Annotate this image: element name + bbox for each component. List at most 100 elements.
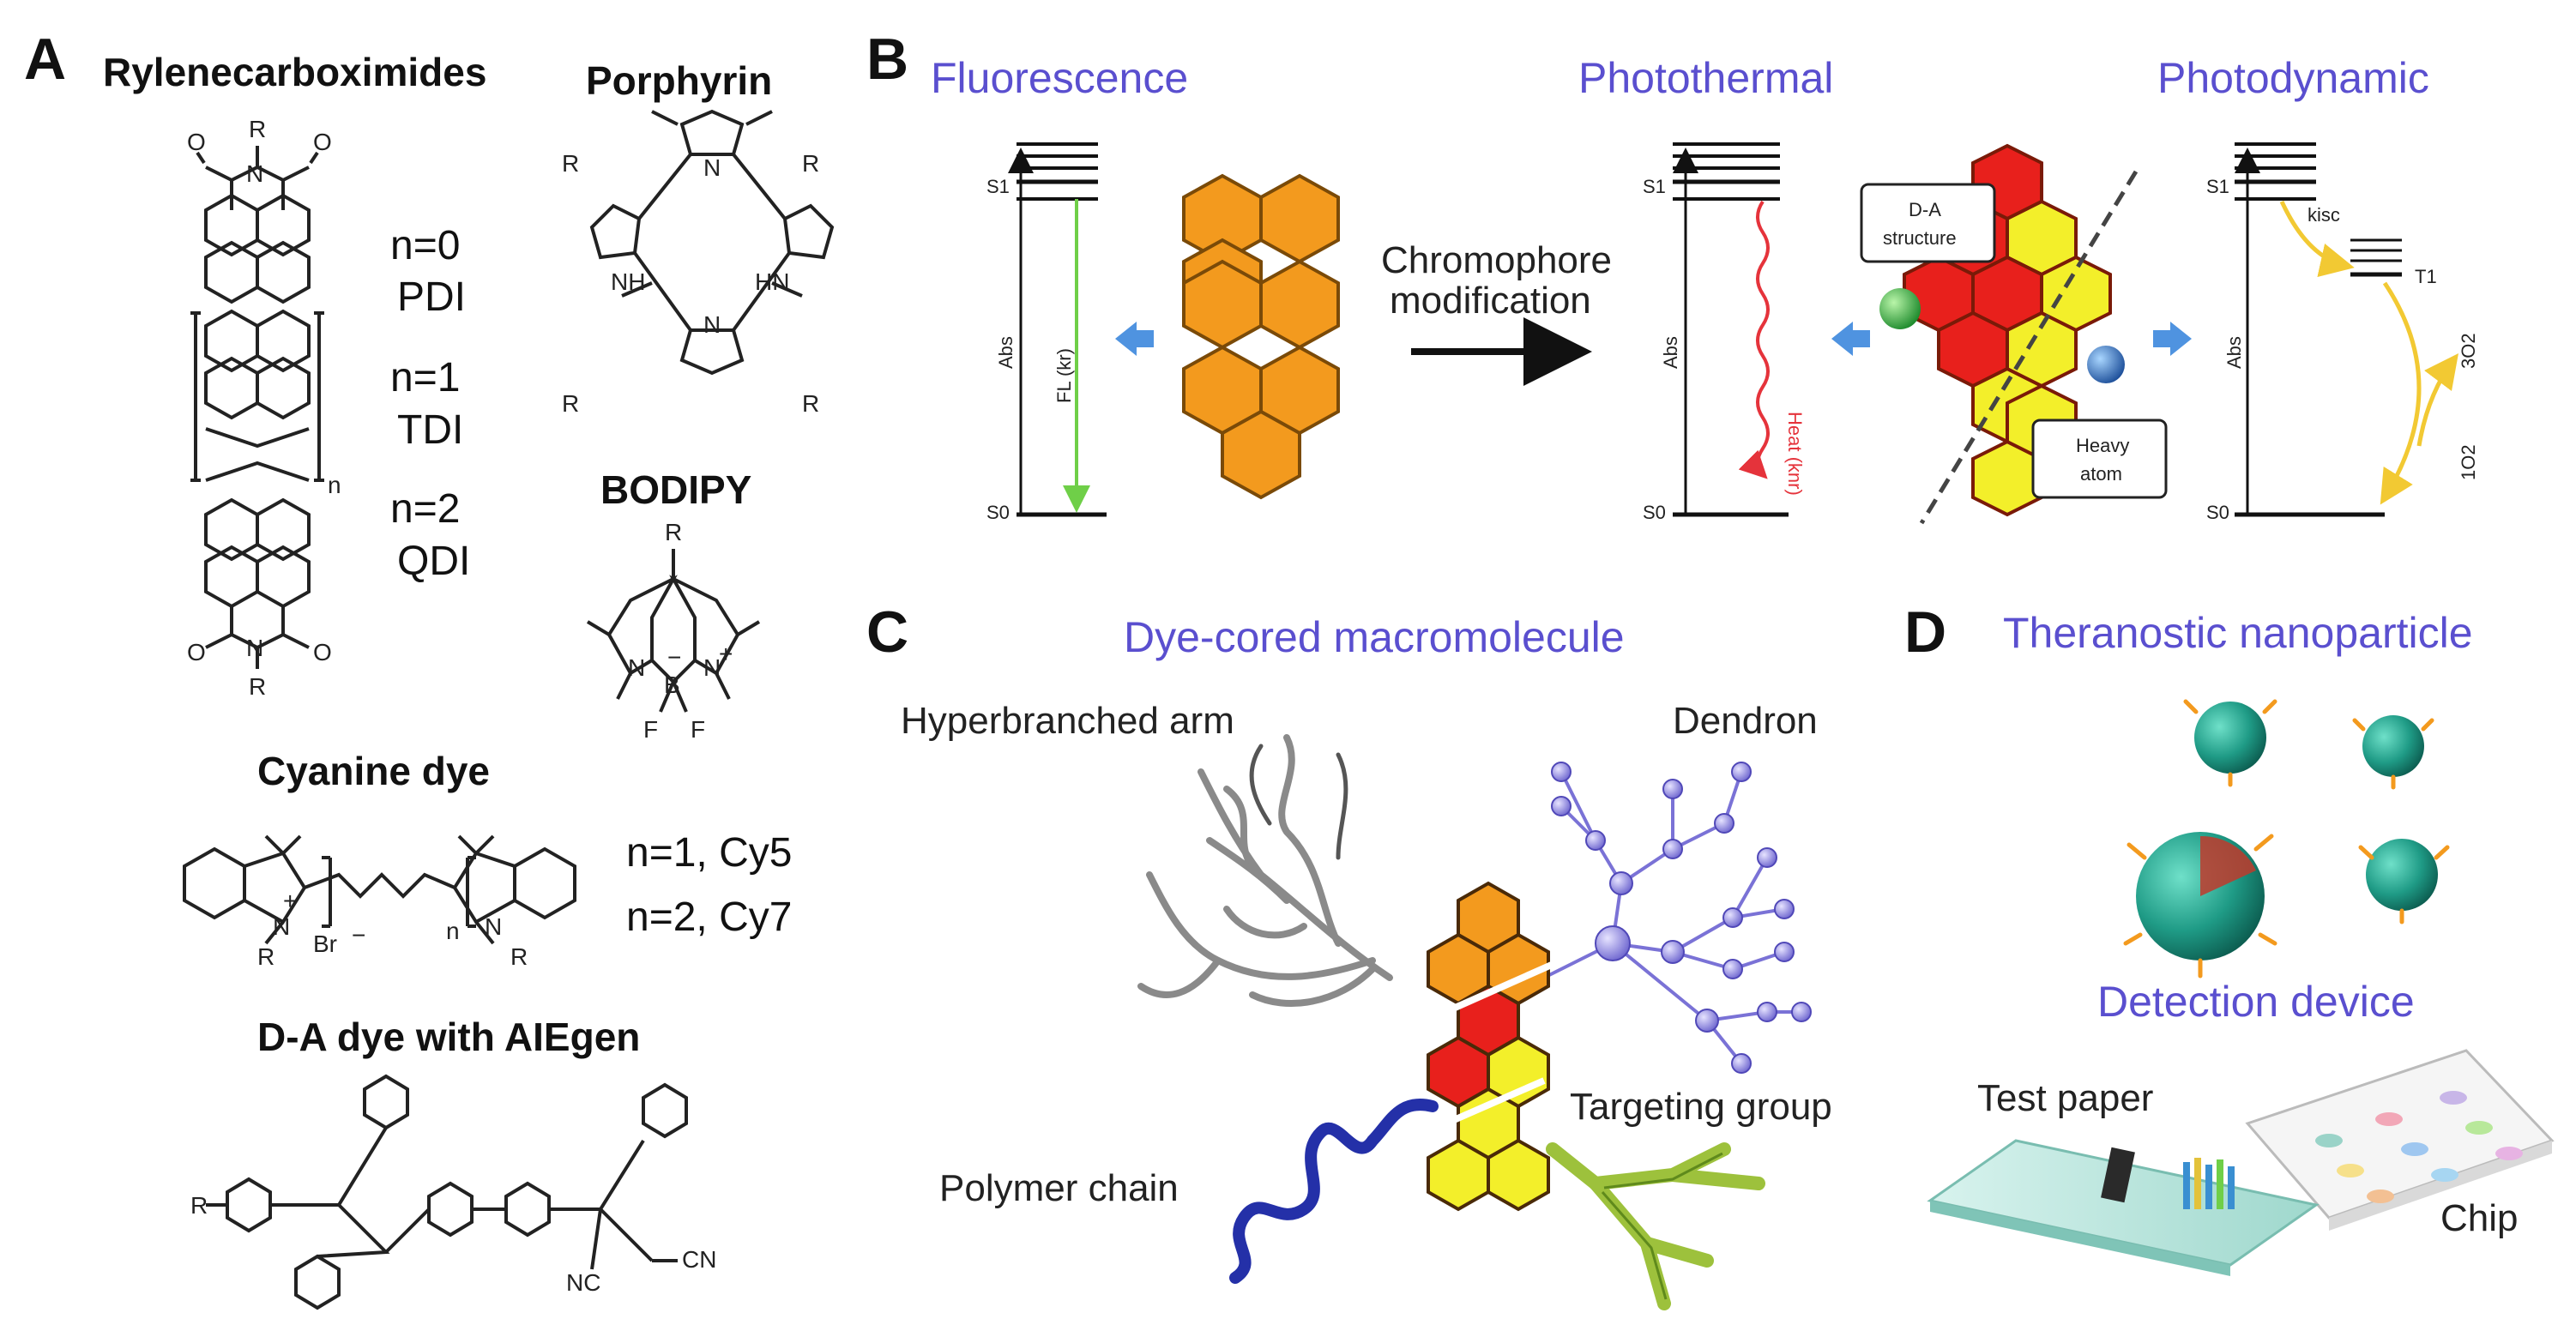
panel-c-title: Dye-cored macromolecule bbox=[1124, 613, 1625, 661]
abs-label: Abs bbox=[995, 336, 1017, 369]
cyanine-structure bbox=[183, 834, 576, 945]
heat-label: Heat (knr) bbox=[1784, 412, 1806, 496]
atom-label: R bbox=[562, 390, 579, 417]
da-callout-1: D-A bbox=[1909, 199, 1941, 220]
atom-label: R bbox=[510, 943, 528, 970]
atom-label: NH bbox=[611, 268, 645, 295]
atom-label: N bbox=[628, 654, 645, 681]
atom-label: O bbox=[313, 639, 332, 665]
rylene-list: n=0 PDI n=1 TDI n=2 QDI bbox=[390, 223, 470, 584]
hyperbranched-arm-dark bbox=[1249, 744, 1348, 860]
rylene-pdi: PDI bbox=[397, 274, 466, 320]
atom-label: R bbox=[665, 519, 682, 545]
dendron-label: Dendron bbox=[1673, 700, 1818, 742]
photothermal-title: Photothermal bbox=[1578, 54, 1833, 102]
bodipy-structure bbox=[586, 549, 761, 713]
da-structure-callout: D-A structure bbox=[1860, 183, 1996, 263]
kisc-label: kisc bbox=[2308, 204, 2340, 226]
atom-label: N bbox=[703, 654, 721, 681]
panel-b: B Fluorescence Photothermal Photodynamic… bbox=[866, 27, 2479, 525]
s0-label: S0 bbox=[986, 502, 1010, 523]
panel-d-letter: D bbox=[1904, 599, 1946, 665]
hyperbranched-label: Hyperbranched arm bbox=[901, 700, 1234, 742]
cyanine-title: Cyanine dye bbox=[257, 749, 490, 793]
dendron-nodes bbox=[1551, 762, 1812, 1074]
nanoparticles bbox=[2136, 702, 2438, 961]
porphyrin-atoms: R R R R N N NH HN bbox=[562, 150, 819, 417]
s0-label-pt: S0 bbox=[1643, 502, 1666, 523]
core-divider-2 bbox=[1405, 1077, 1546, 1144]
panel-c: C Dye-cored macromolecule Hyperbranched … bbox=[866, 599, 1832, 1310]
atom-label: N bbox=[246, 160, 263, 187]
s1-label: S1 bbox=[986, 176, 1010, 197]
porphyrin-structure bbox=[589, 109, 835, 376]
chromophore-label-2: modification bbox=[1390, 280, 1591, 322]
orange-chromophore bbox=[1182, 173, 1340, 500]
atom-label: R bbox=[249, 673, 266, 700]
rylene-tdi: TDI bbox=[397, 407, 463, 453]
atom-label: F bbox=[643, 716, 658, 743]
chip-label: Chip bbox=[2440, 1197, 2519, 1239]
test-paper-device bbox=[1927, 1139, 2320, 1276]
targeting-label: Targeting group bbox=[1570, 1086, 1832, 1128]
panel-c-letter: C bbox=[866, 599, 908, 665]
o3-label: 3O2 bbox=[2458, 333, 2479, 369]
atom-label: N bbox=[246, 635, 263, 661]
detection-title: Detection device bbox=[2097, 978, 2415, 1026]
atom-label: N bbox=[703, 154, 721, 181]
atom-label: R bbox=[802, 150, 819, 177]
atom-label: + bbox=[283, 888, 297, 914]
heavy-callout-1: Heavy bbox=[2076, 435, 2129, 456]
atom-label: Br bbox=[313, 930, 337, 957]
panel-d-title: Theranostic nanoparticle bbox=[2003, 609, 2473, 657]
da-structure bbox=[206, 1074, 688, 1310]
fl-label: FL (kr) bbox=[1053, 348, 1075, 403]
panel-a-letter: A bbox=[24, 27, 66, 92]
donor-ball bbox=[1879, 288, 1921, 329]
atom-label: n bbox=[446, 918, 460, 944]
arrow-left-blue-2 bbox=[1831, 322, 1870, 356]
da-callout-2: structure bbox=[1883, 227, 1957, 249]
dye-core bbox=[1427, 881, 1550, 1212]
heavy-callout-2: atom bbox=[2080, 463, 2122, 485]
panel-a: A Rylenecarboximides Porphyrin bbox=[24, 27, 835, 1310]
heavy-atom-ball bbox=[2087, 346, 2125, 383]
rylene-n0: n=0 bbox=[390, 223, 460, 268]
rylene-n1: n=1 bbox=[390, 355, 460, 400]
heavy-atom-callout: Heavy atom bbox=[2031, 419, 2168, 499]
atom-label: R bbox=[562, 150, 579, 177]
porphyrin-title: Porphyrin bbox=[586, 58, 772, 103]
abs-label-pd: Abs bbox=[2223, 336, 2245, 369]
arrow-left-blue bbox=[1115, 322, 1154, 356]
polymer-label: Polymer chain bbox=[939, 1167, 1179, 1209]
nanoparticle-ligands bbox=[2123, 699, 2450, 979]
cyanine-cy7: n=2, Cy7 bbox=[626, 894, 792, 940]
atom-label: + bbox=[719, 641, 733, 667]
panel-b-letter: B bbox=[866, 27, 908, 92]
panel-d: D Theranostic nanoparticle Detection bbox=[1904, 599, 2555, 1276]
atom-label: n bbox=[328, 472, 341, 498]
atom-label: O bbox=[187, 129, 206, 155]
atom-label: N bbox=[703, 311, 721, 338]
atom-label: B bbox=[664, 672, 680, 698]
atom-label: − bbox=[667, 644, 681, 671]
rylene-structure bbox=[190, 146, 324, 669]
atom-label: F bbox=[691, 716, 705, 743]
da-divider bbox=[1919, 170, 2139, 525]
rylene-atoms: R N O O N R O O n bbox=[187, 116, 341, 700]
da-title: D-A dye with AIEgen bbox=[257, 1015, 640, 1059]
atom-label: R bbox=[249, 116, 266, 142]
cyanine-cy5: n=1, Cy5 bbox=[626, 830, 792, 876]
da-atoms: R CN NC bbox=[190, 1192, 716, 1296]
atom-label: O bbox=[187, 639, 206, 665]
s1-label-pt: S1 bbox=[1643, 176, 1666, 197]
test-paper-label: Test paper bbox=[1977, 1077, 2153, 1119]
hyperbranched-arm bbox=[1137, 734, 1393, 1007]
atom-label: − bbox=[352, 922, 365, 949]
cyanine-atoms: N N R R Br + − n bbox=[257, 888, 528, 970]
core-divider-1 bbox=[1405, 957, 1563, 1033]
atom-label: O bbox=[313, 129, 332, 155]
rylene-qdi: QDI bbox=[397, 539, 470, 584]
rylene-n2: n=2 bbox=[390, 486, 460, 532]
